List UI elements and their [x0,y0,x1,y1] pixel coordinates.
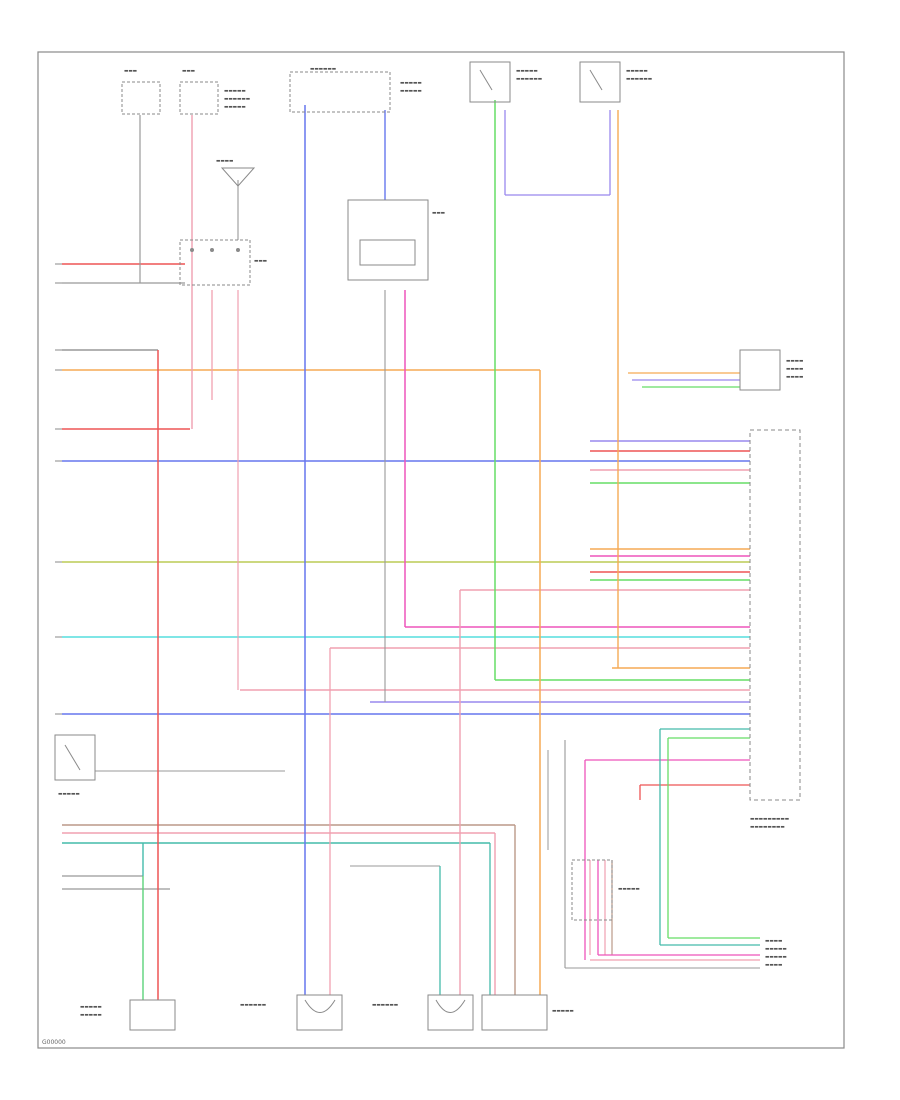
svg-text:▬▬▬▬▬: ▬▬▬▬▬ [80,1013,102,1018]
bottom-component-1: ▬▬▬▬▬ ▬▬▬▬▬ [80,999,176,1031]
top-right-switch-1: ▬▬▬▬▬ ▬▬▬▬▬▬ [469,61,542,103]
left-connector-ticks [55,263,62,715]
svg-text:▬▬▬▬: ▬▬▬▬ [786,367,803,372]
bottom-component-4: ▬▬▬▬▬ [481,994,574,1031]
svg-text:▬▬▬▬▬: ▬▬▬▬▬ [516,69,538,74]
chime-symbol: ▬▬▬▬ [216,159,256,187]
svg-text:▬▬▬▬▬▬: ▬▬▬▬▬▬ [240,1003,266,1008]
top-middle-switch: ▬▬▬▬▬▬ ▬▬▬▬▬ ▬▬▬▬▬ [289,67,422,113]
svg-text:▬▬▬▬▬▬: ▬▬▬▬▬▬ [626,77,652,82]
svg-text:▬▬▬▬▬: ▬▬▬▬▬ [626,69,648,74]
pcm-module: ▬▬▬▬ ▬▬▬▬ ▬▬▬▬ ▬▬▬▬▬▬▬▬▬ ▬▬▬▬▬▬▬▬ [739,349,803,830]
svg-text:▬▬▬▬▬▬: ▬▬▬▬▬▬ [372,1003,398,1008]
svg-text:▬▬▬▬▬: ▬▬▬▬▬ [224,105,246,110]
svg-text:▬▬▬▬▬▬▬▬▬: ▬▬▬▬▬▬▬▬▬ [750,817,789,822]
svg-text:▬▬▬▬▬: ▬▬▬▬▬ [80,1005,102,1010]
top-right-switch-2: ▬▬▬▬▬ ▬▬▬▬▬▬ [579,61,652,103]
ignition-switch: ▬▬▬ [179,239,267,286]
svg-text:▬▬▬▬▬▬: ▬▬▬▬▬▬ [516,77,542,82]
svg-text:▬▬▬▬▬: ▬▬▬▬▬ [400,81,422,86]
top-left-fuse-boxes: ▬▬▬ ▬▬▬ ▬▬▬▬▬ ▬▬▬▬▬▬ ▬▬▬▬▬ [121,69,250,115]
svg-text:▬▬▬▬▬: ▬▬▬▬▬ [618,887,640,892]
vertical-wires [139,100,760,1000]
right-labels: ▬▬▬▬ ▬▬▬▬▬ ▬▬▬▬▬ ▬▬▬▬ [765,939,787,968]
svg-text:▬▬▬▬▬: ▬▬▬▬▬ [765,955,787,960]
svg-text:▬▬▬: ▬▬▬ [182,69,195,74]
svg-text:▬▬▬▬▬▬▬▬: ▬▬▬▬▬▬▬▬ [750,825,785,830]
left-switch-sensor: ▬▬▬▬▬ [54,734,96,797]
svg-text:▬▬▬▬▬: ▬▬▬▬▬ [552,1009,574,1014]
svg-text:▬▬▬▬▬▬: ▬▬▬▬▬▬ [310,67,336,72]
svg-text:▬▬▬▬▬: ▬▬▬▬▬ [765,947,787,952]
svg-text:▬▬▬▬▬: ▬▬▬▬▬ [400,89,422,94]
diagram-border [37,51,845,1049]
svg-text:▬▬▬▬: ▬▬▬▬ [786,375,803,380]
svg-text:▬▬▬▬▬: ▬▬▬▬▬ [224,89,246,94]
center-relay: ▬▬▬ [347,199,445,281]
horizontal-wires [62,263,750,890]
lower-connector-cluster: ▬▬▬▬▬ [571,859,640,921]
svg-text:▬▬▬▬▬▬: ▬▬▬▬▬▬ [224,97,250,102]
svg-text:▬▬▬: ▬▬▬ [432,211,445,216]
bottom-component-3: ▬▬▬▬▬▬ [372,994,474,1031]
svg-text:▬▬▬: ▬▬▬ [254,259,267,264]
svg-text:▬▬▬: ▬▬▬ [124,69,137,74]
svg-text:▬▬▬▬▬: ▬▬▬▬▬ [58,792,80,797]
footer-code: G00000 [42,1039,66,1046]
svg-text:▬▬▬▬: ▬▬▬▬ [765,939,782,944]
bottom-component-2: ▬▬▬▬▬▬ [240,994,343,1031]
svg-text:▬▬▬▬: ▬▬▬▬ [765,963,782,968]
svg-text:▬▬▬▬: ▬▬▬▬ [216,159,233,164]
svg-text:▬▬▬▬: ▬▬▬▬ [786,359,803,364]
